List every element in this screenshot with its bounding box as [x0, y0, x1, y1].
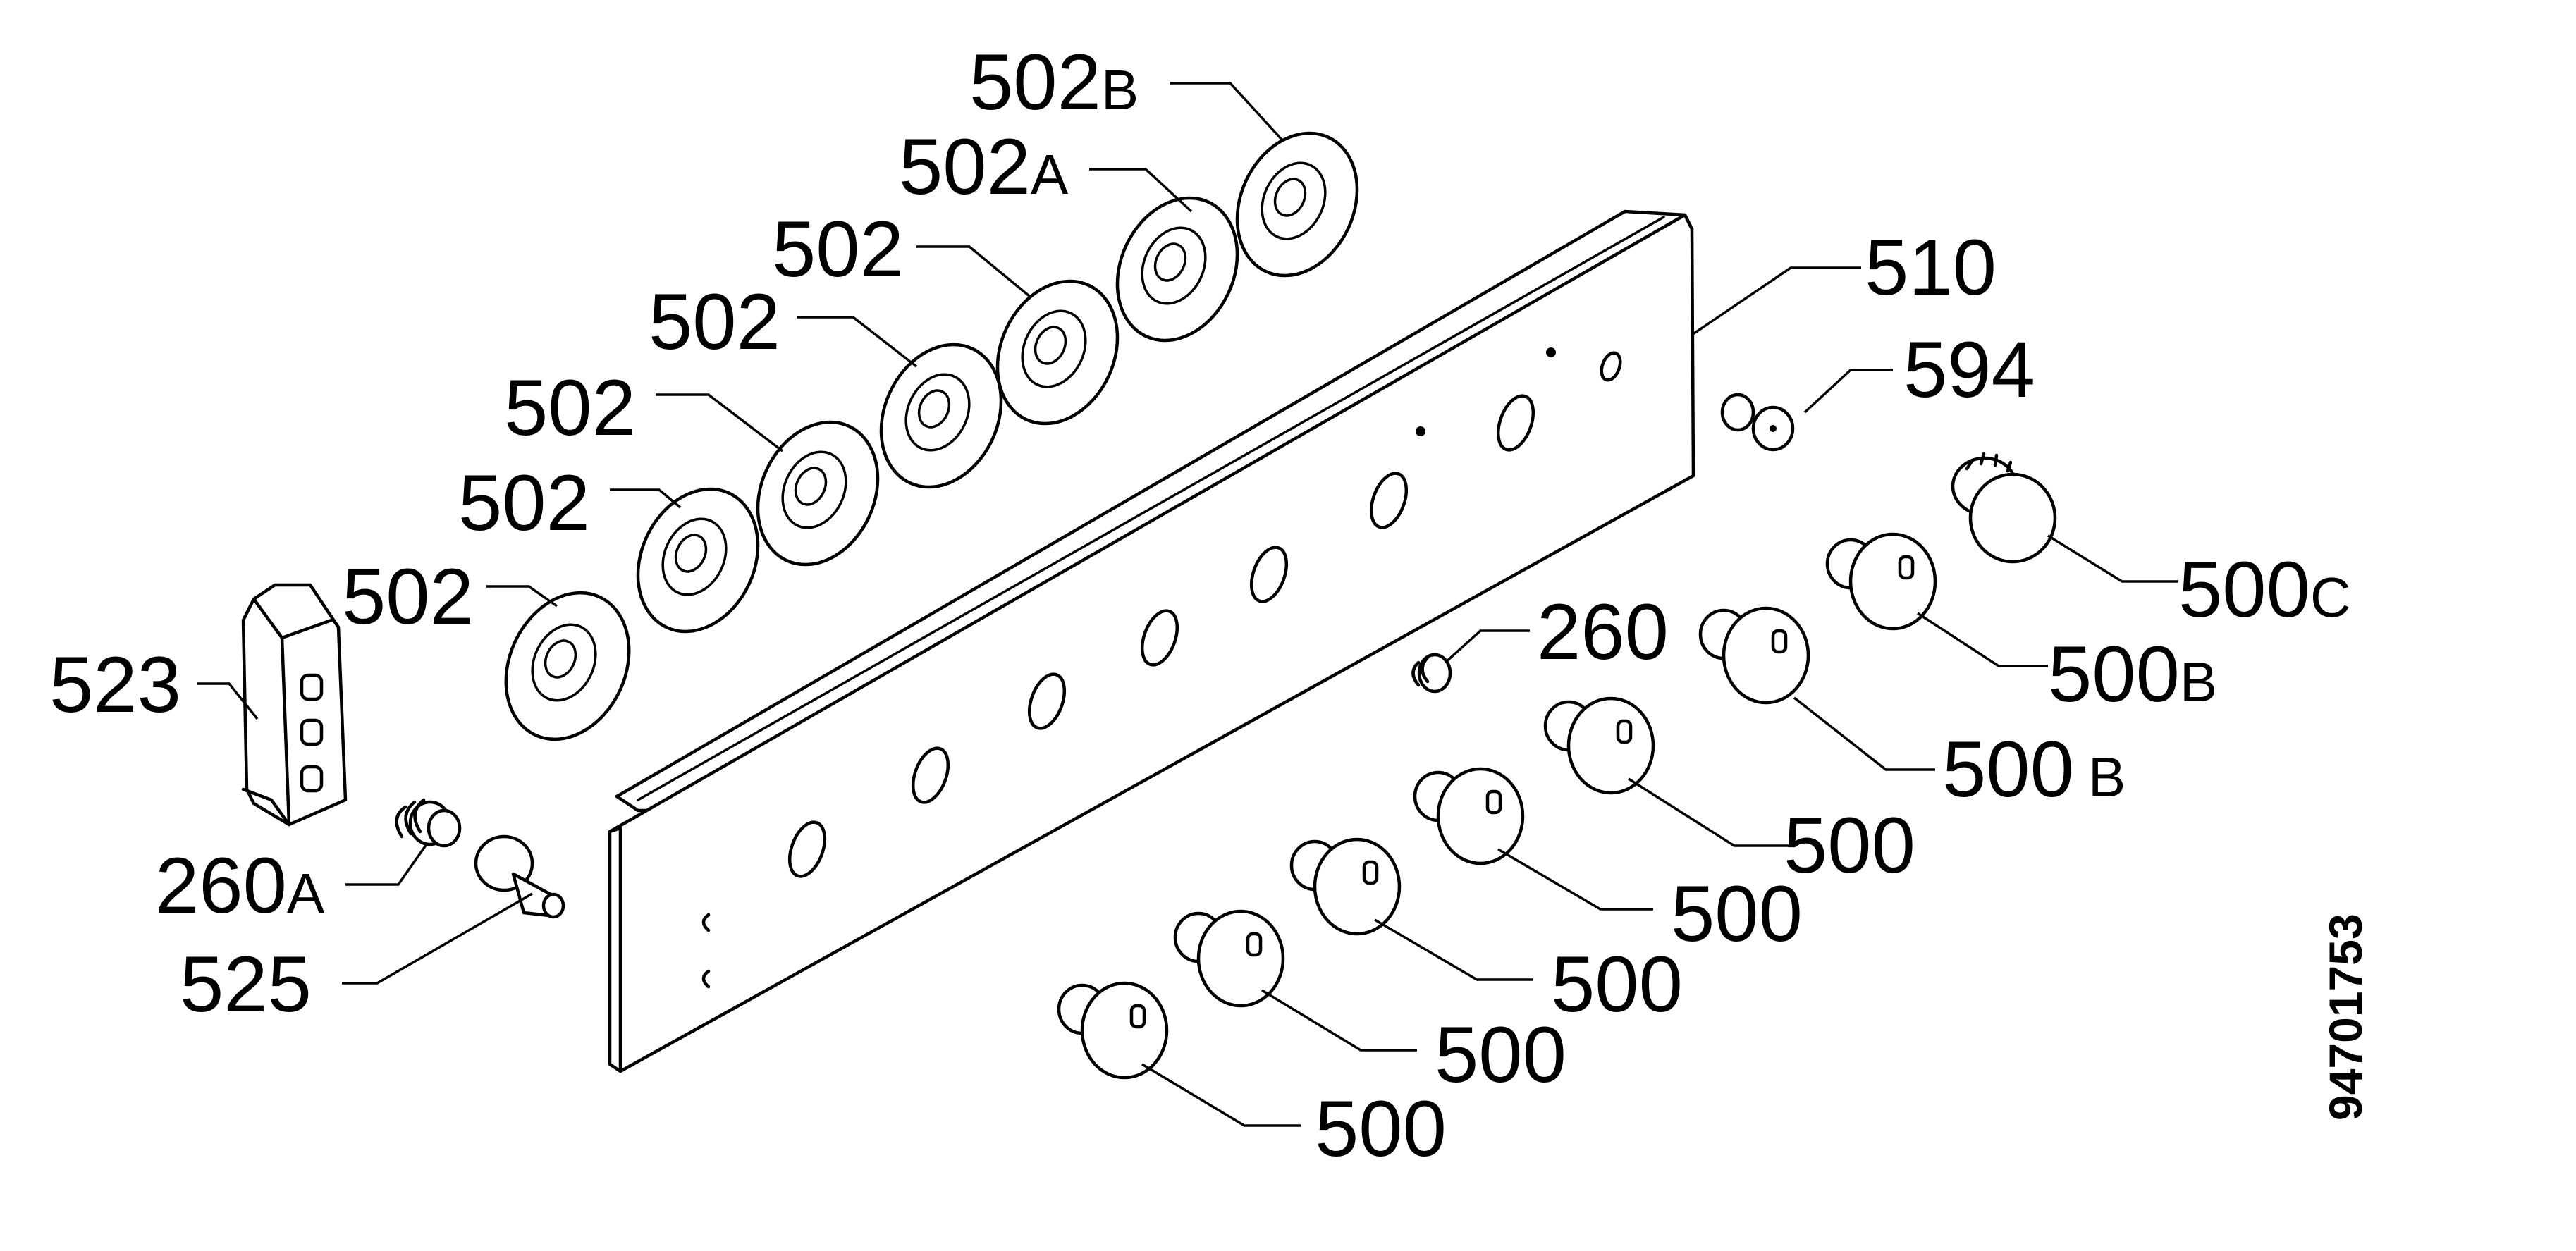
control-panel	[608, 209, 1695, 1073]
control-knob-500	[1173, 909, 1285, 1008]
callout-502: 502	[504, 364, 636, 452]
callout-500: 500	[1315, 1085, 1447, 1173]
control-knob-500	[1057, 981, 1169, 1080]
bracket	[241, 583, 348, 827]
callout-500: 500	[1671, 870, 1803, 958]
callout-594: 594	[1903, 326, 2035, 414]
leader-lines	[197, 82, 2178, 1127]
callout-502a: 502A	[899, 123, 1069, 211]
callout-500: 500	[1435, 1011, 1566, 1099]
bezel-ring	[879, 343, 1003, 489]
spring-260	[1411, 653, 1452, 694]
control-knobs	[1057, 452, 2057, 1080]
callout-525: 525	[180, 940, 312, 1028]
bezel-ring	[756, 420, 880, 567]
callout-502: 502	[772, 205, 904, 293]
callout-502b: 502B	[969, 38, 1139, 126]
screw-594	[1720, 393, 1795, 452]
control-knob-500	[1413, 767, 1525, 865]
callout-510: 510	[1865, 223, 1997, 312]
control-knob-500b	[1698, 606, 1810, 705]
shaft-extension-525	[474, 834, 565, 919]
bezel-ring	[995, 279, 1120, 426]
panel-knob-holes	[787, 351, 1622, 878]
callout-500b: 500B	[2048, 630, 2217, 718]
callout-labels: 502B 502A 502 502 502 502 502 510 594 50…	[49, 38, 2351, 1173]
bezel-rings	[504, 131, 1359, 741]
control-knob-500	[1543, 696, 1655, 795]
callout-500: 500	[1551, 940, 1683, 1028]
catalog-number: 94701753	[2319, 913, 2372, 1121]
callout-502: 502	[458, 459, 590, 547]
callout-523: 523	[49, 641, 181, 729]
spring-260a	[395, 798, 462, 848]
bezel-ring	[636, 487, 760, 634]
callout-500: 500	[1784, 801, 1915, 889]
control-knob-500	[1289, 837, 1402, 936]
callout-502: 502	[342, 553, 474, 641]
control-knob-500b	[1825, 532, 1937, 631]
bezel-ring	[1235, 131, 1359, 278]
callout-502: 502	[649, 278, 780, 366]
control-knob-500c	[1951, 452, 2057, 564]
bezel-ring	[504, 591, 631, 741]
panel-small-holes	[701, 347, 1556, 989]
bezel-ring	[1115, 196, 1239, 343]
callout-260: 260	[1537, 588, 1669, 676]
callout-500c: 500C	[2178, 546, 2351, 634]
callout-260a: 260A	[155, 842, 325, 930]
